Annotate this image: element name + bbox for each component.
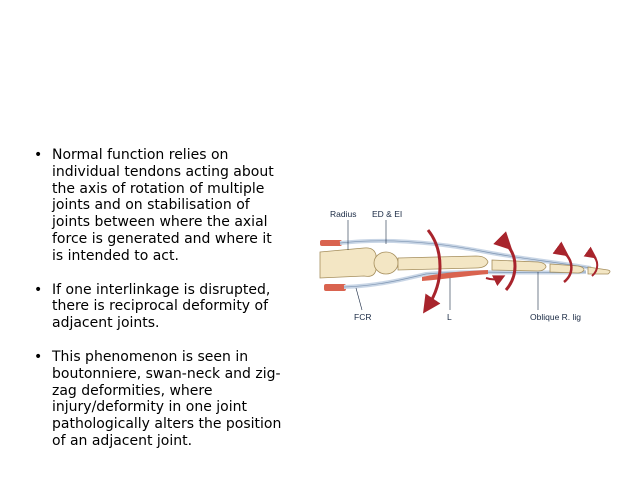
label-l: L: [447, 312, 452, 322]
fcr-leader: [355, 287, 363, 311]
middle-phalanx: [549, 263, 585, 274]
bullet-dot: •: [34, 147, 43, 163]
rotation-arrow-mcp: [493, 231, 517, 291]
label-radius: Radius: [330, 209, 357, 219]
label-ed-ei: ED & EI: [372, 209, 403, 219]
rotation-arrow-wrist: [423, 229, 442, 314]
flexor-tendon-outline: [343, 271, 587, 288]
finger-tendon-diagram: Radius ED & EI FCR L Oblique R. lig: [316, 200, 616, 330]
bullet-text-3: This phenomenon is seen in boutonniere, …: [52, 348, 282, 449]
bullet-item-3: • This phenomenon is seen in boutonniere…: [34, 349, 286, 450]
carpal-bone: [373, 251, 399, 275]
bullet-dot: •: [34, 281, 43, 298]
finger-diagram-svg: [319, 220, 611, 314]
proximal-phalanx: [491, 259, 547, 272]
rotation-arrow-pip: [552, 241, 573, 283]
distal-phalanx: [587, 266, 611, 275]
rotation-arrow-small: [485, 275, 506, 287]
bullet-item-1: • Normal function relies on individual t…: [34, 147, 286, 265]
bullet-text-1: Normal function relies on individual ten…: [52, 147, 274, 264]
flexor-muscle: [324, 284, 346, 291]
bullet-text-2: If one interlinkage is disrupted, there …: [52, 281, 271, 332]
metacarpal-bone: [397, 255, 489, 271]
bullet-item-2: • If one interlinkage is disrupted, ther…: [34, 282, 286, 332]
extensor-muscle: [320, 240, 342, 246]
extensor-tendon-outline: [339, 240, 592, 269]
bullet-list: • Normal function relies on individual t…: [34, 147, 286, 467]
rotation-arrow-dip: [583, 246, 599, 277]
radius-bone: [319, 247, 377, 279]
bullet-dot: •: [34, 348, 43, 365]
label-oblique: Oblique R. lig: [530, 312, 582, 322]
label-fcr: FCR: [354, 312, 372, 322]
